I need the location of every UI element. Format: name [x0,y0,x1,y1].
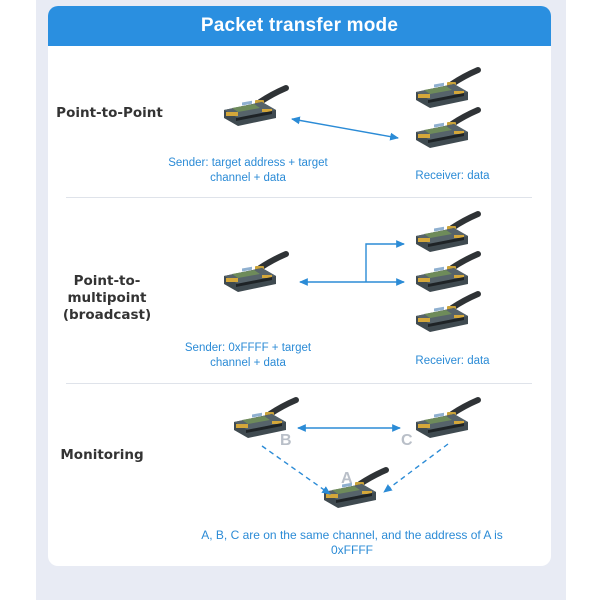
monitoring-caption: A, B, C are on the same channel, and the… [201,528,503,557]
receiver-module-icon [416,294,478,332]
p2p-label: Point-to-Point [56,105,163,121]
multipoint-receiver-caption: Receiver: data [415,355,490,367]
node-a-module-icon [324,470,386,508]
section-divider [66,383,532,384]
receiver-module-icon [416,70,478,108]
multipoint-label: Point-to-multipoint (broadcast) [62,273,152,323]
node-b-module-icon [234,400,296,438]
p2p-sender-caption: Sender: target address + target channel … [168,157,328,184]
receiver-module-icon [416,254,478,292]
broadcast-branch-arrow [365,240,405,282]
monitoring-label: Monitoring [60,447,144,463]
c-to-a-dashed-arrow [383,443,449,493]
multipoint-sender-caption: Sender: 0xFFFF + target channel + data [184,342,312,369]
section-divider [66,197,532,198]
node-a-letter: A [341,470,353,487]
p2p-arrow [291,116,399,141]
node-c-letter: C [401,432,413,449]
node-c-module-icon [416,400,478,438]
sender-module-icon [224,254,286,292]
receiver-module-icon [416,110,478,148]
b-to-a-dashed-arrow [261,445,331,495]
page-title: Packet transfer mode [48,6,551,46]
node-b-letter: B [280,432,292,449]
receiver-module-icon [416,214,478,252]
sender-module-icon [224,88,286,126]
p2p-receiver-caption: Receiver: data [415,170,490,182]
